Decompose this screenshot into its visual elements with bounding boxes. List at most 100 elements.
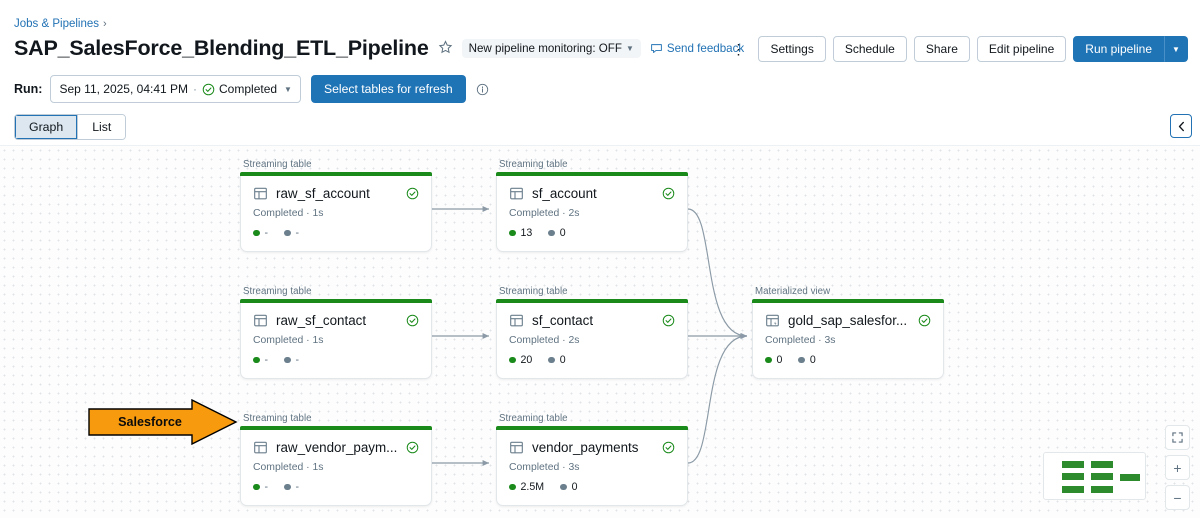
send-feedback-link[interactable]: Send feedback <box>650 42 744 55</box>
zoom-out-button[interactable]: − <box>1165 485 1190 510</box>
grey-dot-icon <box>284 229 291 237</box>
run-pipeline-button[interactable]: Run pipeline <box>1073 36 1164 62</box>
metric-written: 0 <box>765 354 782 366</box>
breadcrumb-jobs-pipelines[interactable]: Jobs & Pipelines <box>14 18 100 30</box>
info-circle-icon[interactable] <box>476 83 489 96</box>
send-feedback-label: Send feedback <box>666 42 745 55</box>
metric-dropped: - <box>284 354 299 366</box>
edge-vendor-payments-to-gold <box>687 333 748 464</box>
collapse-panel-button[interactable] <box>1170 114 1192 138</box>
breadcrumb-separator: › <box>103 18 107 30</box>
node-type-label: Streaming table <box>499 413 568 424</box>
schedule-button[interactable]: Schedule <box>832 36 907 62</box>
pipeline-monitoring-label: New pipeline monitoring: OFF <box>468 42 622 55</box>
tab-list[interactable]: List <box>78 115 126 139</box>
minimap-node <box>1062 461 1084 468</box>
check-circle-icon <box>662 314 675 327</box>
node-substatus: Completed · 1s <box>253 335 324 346</box>
view-tabbar: Graph List <box>0 108 1200 145</box>
metric-dropped: 0 <box>548 227 566 239</box>
tab-graph[interactable]: Graph <box>15 115 79 139</box>
chevron-down-icon: ▼ <box>625 44 634 53</box>
node-body[interactable]: raw_sf_account Completed · 1s - - <box>240 176 432 252</box>
fit-view-button[interactable] <box>1165 425 1190 450</box>
run-separator: · <box>193 82 198 96</box>
run-label: Run: <box>14 82 43 96</box>
select-tables-for-refresh-button[interactable]: Select tables for refresh <box>310 75 466 103</box>
node-metrics: - - <box>253 227 419 239</box>
metric-written-value: 2.5M <box>520 481 545 493</box>
metric-dropped: 0 <box>548 354 566 366</box>
grey-dot-icon <box>548 356 555 364</box>
graph-node-raw-sf-account[interactable]: Streaming table raw_sf_account Completed… <box>240 159 432 252</box>
node-body[interactable]: gold_sap_salesfor... Completed · 3s 0 0 <box>752 303 944 379</box>
run-pipeline-dropdown-icon[interactable]: ▼ <box>1164 36 1188 62</box>
node-body[interactable]: raw_vendor_paym... Completed · 1s - - <box>240 430 432 506</box>
run-selector[interactable]: Sep 11, 2025, 04:41 PM · Completed ▼ <box>50 75 301 103</box>
table-icon <box>510 441 523 454</box>
node-accent-bar <box>240 172 432 176</box>
view-toggle-group: Graph List <box>14 114 127 140</box>
comment-icon <box>651 44 662 54</box>
zoom-in-button[interactable]: + <box>1165 455 1190 480</box>
graph-node-sf-account[interactable]: Streaming table sf_account Completed · 2… <box>496 159 688 252</box>
minimap-node <box>1062 473 1084 480</box>
node-body[interactable]: sf_contact Completed · 2s 20 0 <box>496 303 688 379</box>
node-title: raw_vendor_paym... <box>276 440 398 455</box>
graph-node-vendor-payments[interactable]: Streaming table vendor_payments Complete… <box>496 413 688 506</box>
check-circle-icon <box>406 314 419 327</box>
run-pipeline-split: Run pipeline ▼ <box>1073 36 1188 62</box>
pipeline-graph-canvas[interactable]: Salesforce SAP S/4HANA Streaming table r… <box>0 145 1200 518</box>
metric-written: - <box>253 354 268 366</box>
graph-node-raw-vendor-payments[interactable]: Streaming table raw_vendor_paym... Compl… <box>240 413 432 506</box>
metric-written: 20 <box>509 354 532 366</box>
edit-pipeline-button[interactable]: Edit pipeline <box>976 36 1067 62</box>
grey-dot-icon <box>284 483 291 491</box>
metric-written: 2.5M <box>509 481 544 493</box>
graph-minimap[interactable] <box>1043 452 1146 500</box>
node-type-label: Streaming table <box>499 286 568 297</box>
node-header: sf_account <box>509 186 675 201</box>
graph-node-raw-sf-contact[interactable]: Streaming table raw_sf_contact Completed… <box>240 286 432 379</box>
node-body[interactable]: sf_account Completed · 2s 13 0 <box>496 176 688 252</box>
node-header: vendor_payments <box>509 440 675 455</box>
graph-node-gold-sap-salesforce[interactable]: Materialized view gold_sap_salesfor... C… <box>752 286 944 379</box>
run-timestamp: Sep 11, 2025, 04:41 PM <box>59 82 189 96</box>
node-body[interactable]: raw_sf_contact Completed · 1s - - <box>240 303 432 379</box>
metric-written-value: 20 <box>520 354 533 366</box>
star-outline-icon[interactable] <box>438 39 453 58</box>
table-icon <box>254 314 267 327</box>
settings-button[interactable]: Settings <box>758 36 826 62</box>
more-options-icon[interactable]: ⋮ <box>731 41 746 57</box>
minimap-node <box>1120 474 1140 481</box>
node-header: raw_vendor_paym... <box>253 440 419 455</box>
title-row: SAP_SalesForce_Blending_ETL_Pipeline New… <box>14 36 744 61</box>
share-button[interactable]: Share <box>913 36 970 62</box>
graph-node-sf-contact[interactable]: Streaming table sf_contact Completed · 2… <box>496 286 688 379</box>
green-dot-icon <box>253 229 260 237</box>
check-circle-icon <box>406 187 419 200</box>
green-dot-icon <box>253 483 260 491</box>
materialized-view-icon <box>766 314 779 327</box>
header-actions: ⋮ Settings Schedule Share Edit pipeline … <box>725 36 1188 62</box>
metric-written-value: - <box>264 481 269 493</box>
node-body[interactable]: vendor_payments Completed · 3s 2.5M 0 <box>496 430 688 506</box>
metric-written-value: - <box>264 227 269 239</box>
node-accent-bar <box>496 426 688 430</box>
node-type-label: Streaming table <box>243 159 312 170</box>
node-metrics: - - <box>253 354 419 366</box>
node-title: sf_account <box>532 186 597 201</box>
metric-written-value: 13 <box>520 227 533 239</box>
metric-written-value: 0 <box>776 354 783 366</box>
fit-screen-icon <box>1172 432 1183 443</box>
metric-written-value: - <box>264 354 269 366</box>
metric-dropped-value: - <box>295 354 300 366</box>
check-circle-icon <box>662 441 675 454</box>
pipeline-monitoring-toggle[interactable]: New pipeline monitoring: OFF ▼ <box>461 39 641 58</box>
node-substatus: Completed · 3s <box>509 462 580 473</box>
metric-dropped: - <box>284 227 299 239</box>
node-substatus: Completed · 3s <box>765 335 836 346</box>
minimap-node <box>1062 486 1084 493</box>
chevron-left-icon <box>1178 121 1184 131</box>
node-accent-bar <box>496 299 688 303</box>
